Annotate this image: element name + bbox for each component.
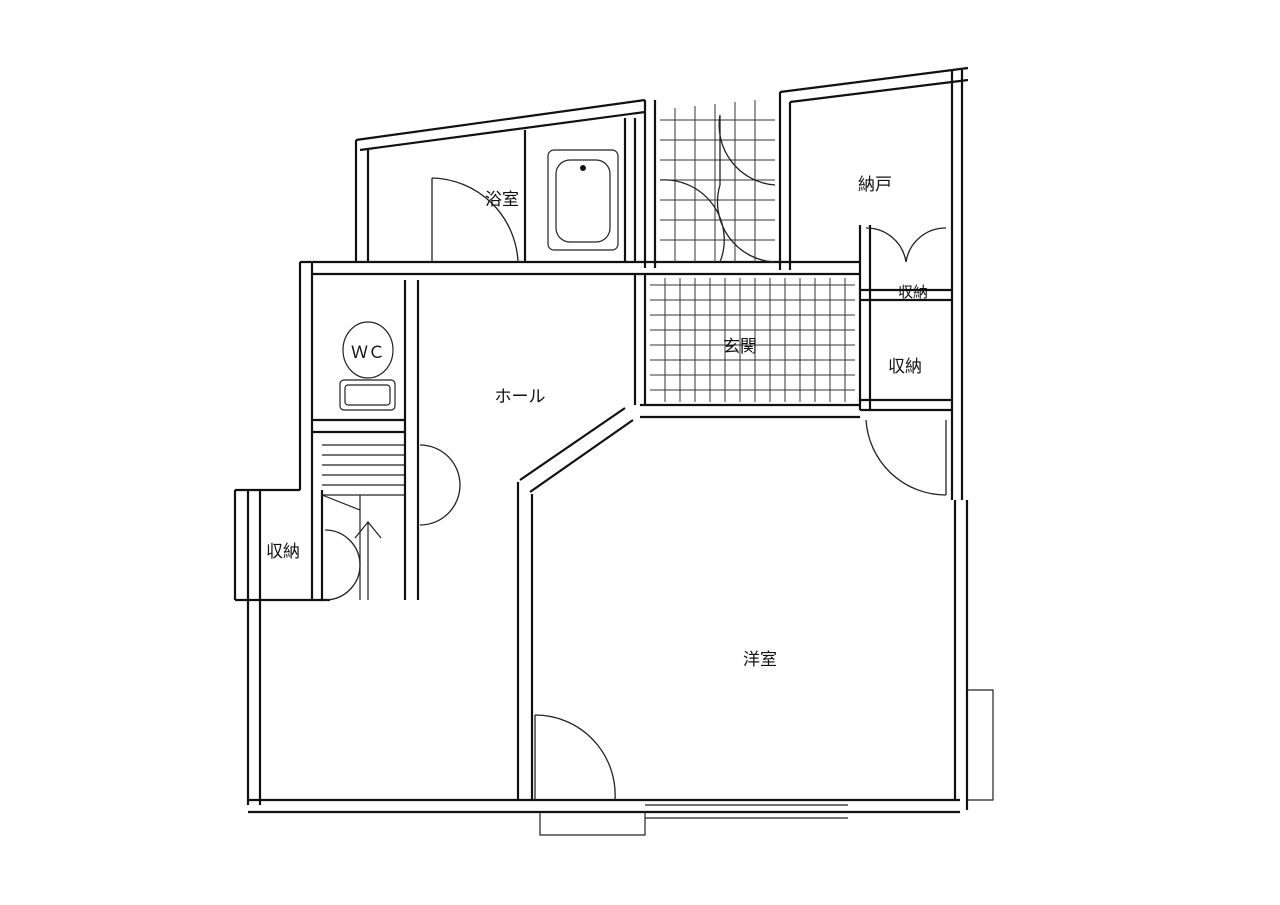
label-wc: ＷＣ [351, 343, 385, 363]
label-entrance: 玄関 [723, 337, 757, 357]
label-storage-left: 収納 [266, 542, 300, 562]
label-hall: ホール [495, 387, 546, 407]
label-bathroom: 浴室 [485, 190, 519, 210]
label-western-room: 洋室 [743, 650, 777, 670]
interior-walls [258, 118, 952, 800]
room-labels: 浴室 納戸 収納 収納 収納 ＷＣ 玄関 ホール 洋室 [266, 175, 928, 670]
entrance-tile-grid [650, 100, 855, 402]
toilet-icon [339, 321, 396, 411]
label-storage-small: 収納 [898, 283, 928, 301]
door-swings [324, 114, 947, 801]
label-storage-right: 収納 [888, 357, 922, 377]
stair-arrow-icon [354, 521, 382, 600]
bathtub-icon [547, 149, 619, 251]
staircase [321, 444, 405, 600]
outer-walls [233, 66, 994, 836]
label-storeroom: 納戸 [858, 175, 892, 195]
